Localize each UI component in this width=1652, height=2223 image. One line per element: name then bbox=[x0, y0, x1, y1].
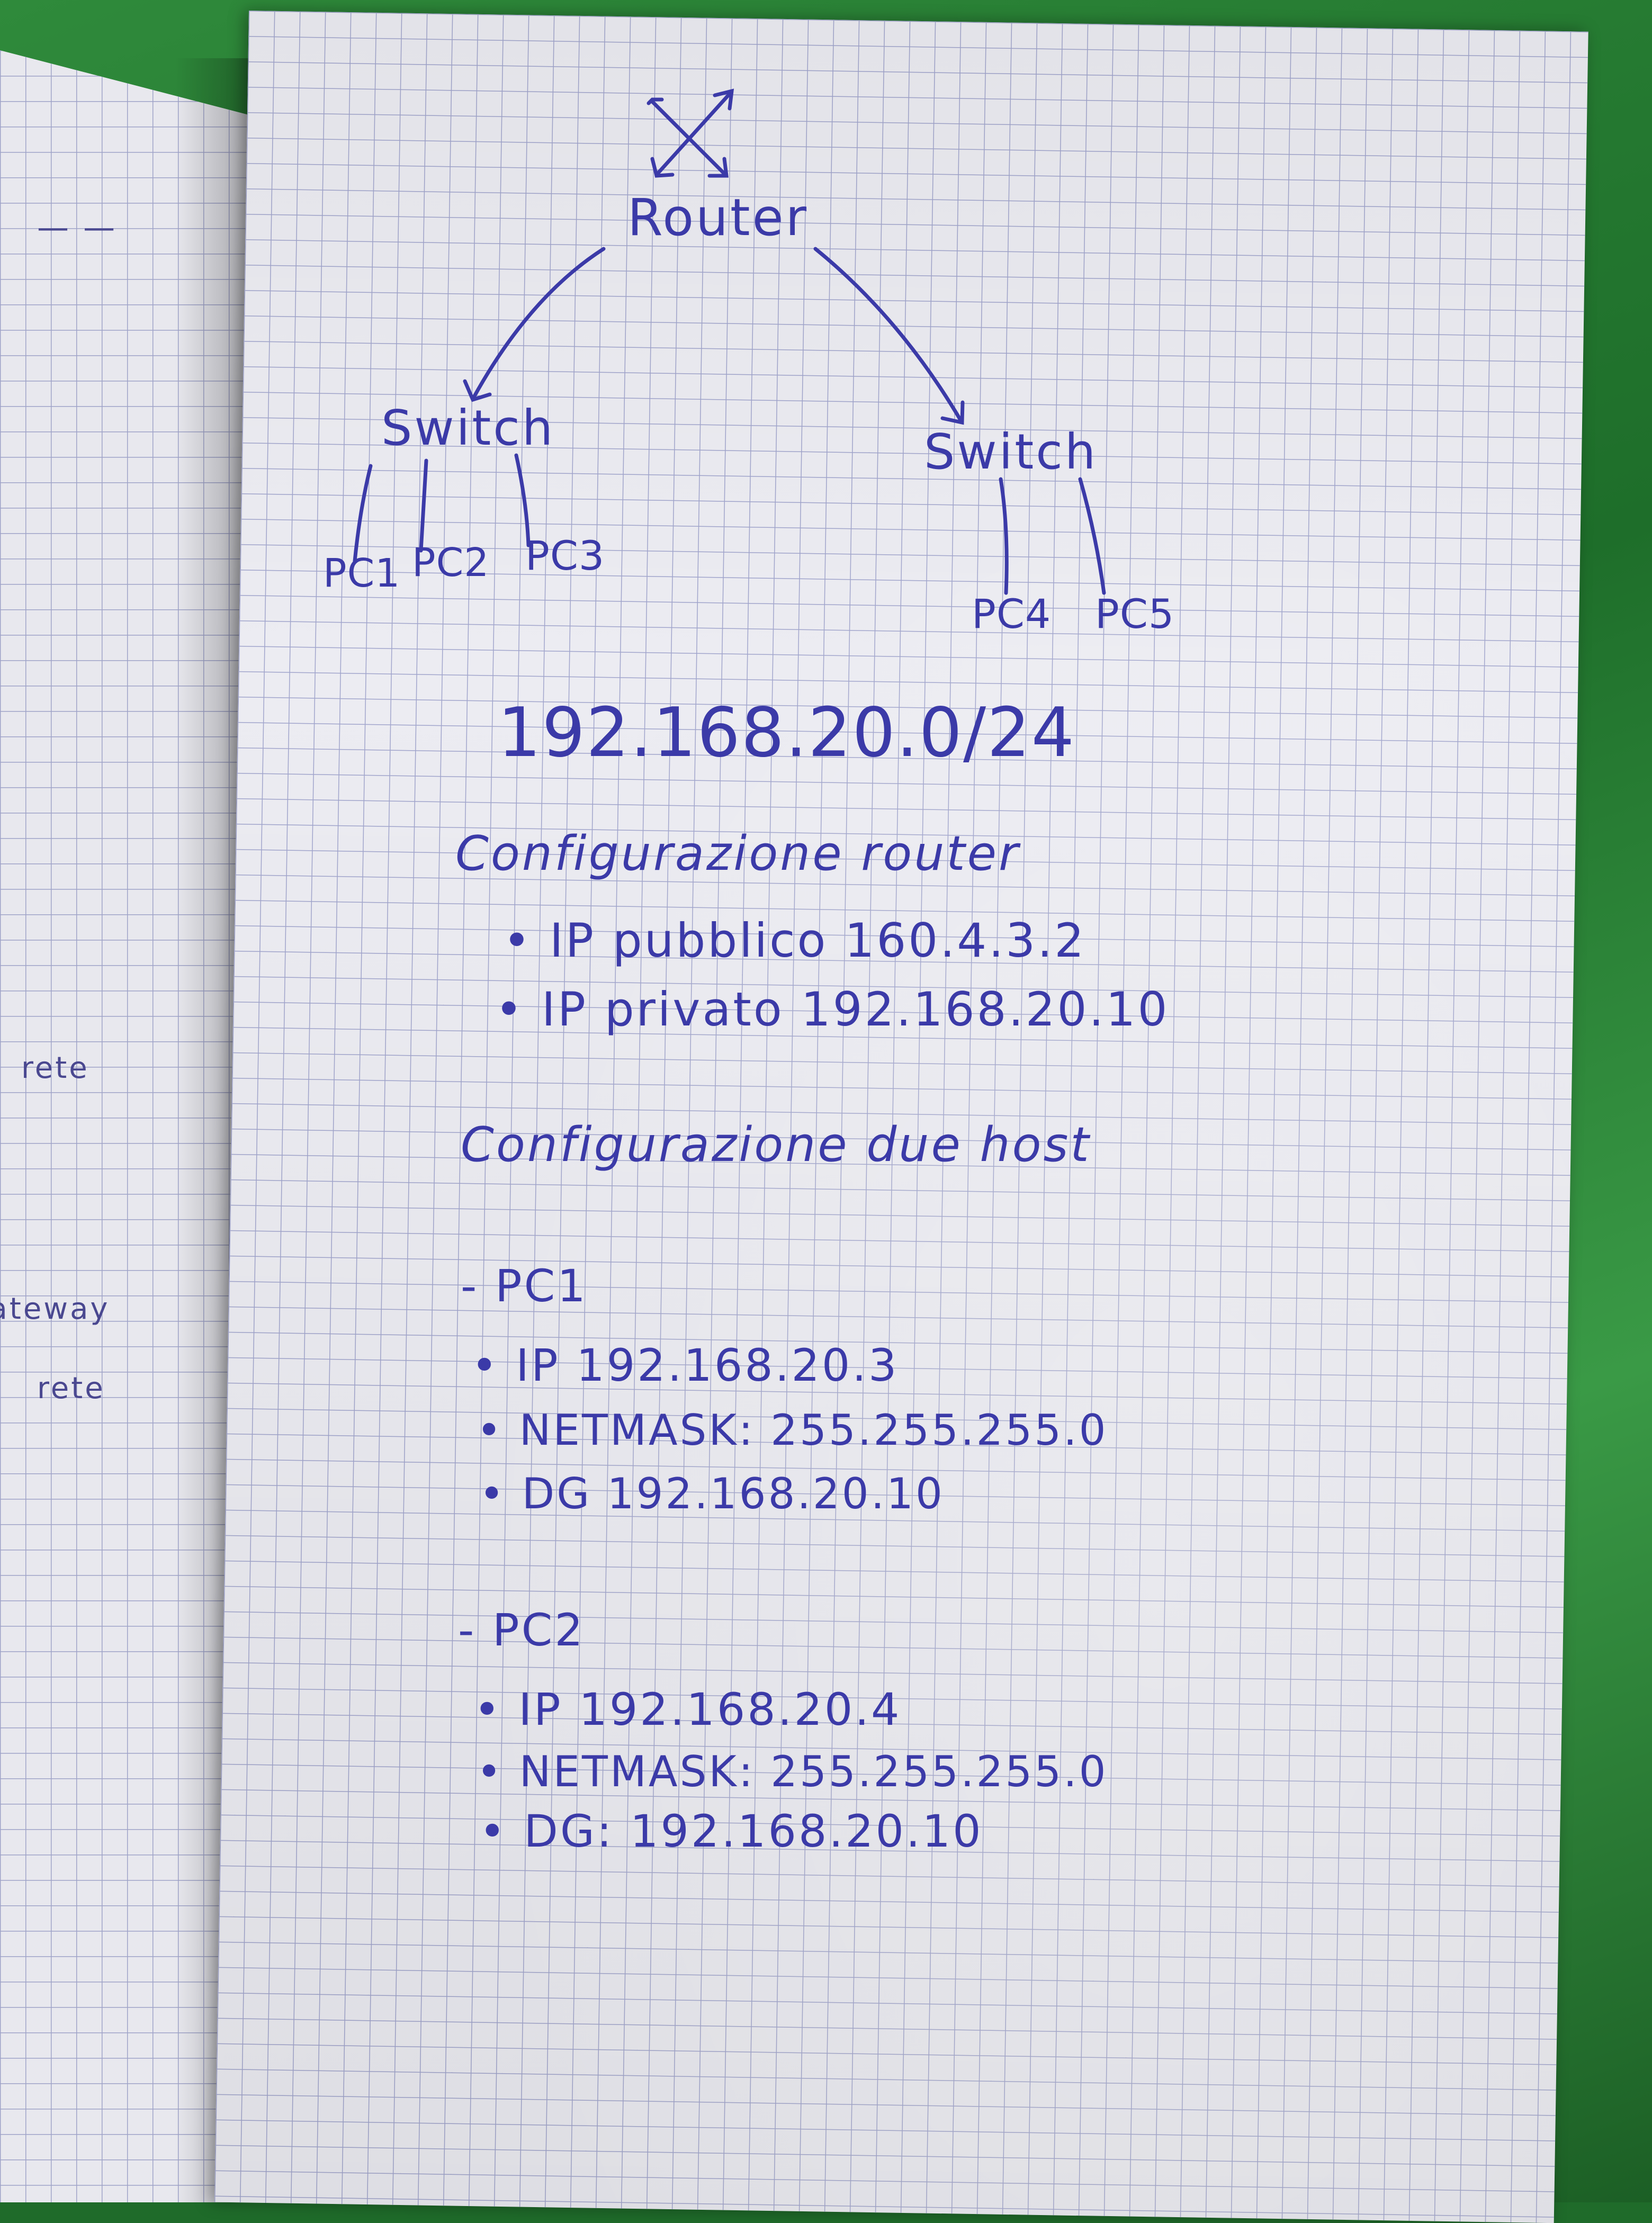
link-switch-pc3 bbox=[514, 453, 531, 547]
pc2-label: PC2 bbox=[412, 540, 490, 586]
host-pc2-netmask: • NETMASK: 255.255.255.0 bbox=[477, 1747, 1108, 1796]
pc5-label: PC5 bbox=[1095, 590, 1175, 637]
link-switch-pc2 bbox=[419, 458, 428, 553]
left-page-word-gateway: gateway bbox=[0, 1292, 110, 1326]
host-pc1-ip: • IP 192.168.20.3 bbox=[471, 1339, 899, 1391]
pc1-label: PC1 bbox=[323, 551, 401, 596]
switch-left-label: Switch bbox=[381, 400, 555, 456]
host-pc1-title: - PC1 bbox=[461, 1260, 588, 1312]
left-page bbox=[0, 50, 249, 2202]
host-pc1-netmask-text: NETMASK: 255.255.255.0 bbox=[519, 1406, 1108, 1455]
link-router-right-switch bbox=[813, 247, 965, 425]
host-pc1-dg: • DG 192.168.20.10 bbox=[479, 1469, 945, 1518]
host-pc2-title: - PC2 bbox=[458, 1604, 585, 1656]
switch-right-label: Switch bbox=[924, 424, 1098, 480]
pc3-label: PC3 bbox=[525, 532, 605, 579]
link-switch-pc4 bbox=[999, 477, 1009, 595]
router-config-item-public-ip: • IP pubblico 160.4.3.2 bbox=[503, 913, 1087, 968]
pc4-label: PC4 bbox=[972, 590, 1052, 637]
host-pc2-dg-text: DG: 192.168.20.10 bbox=[524, 1805, 983, 1857]
link-router-left-switch bbox=[463, 247, 606, 402]
host-config-heading: Configurazione due host bbox=[461, 1117, 1091, 1173]
router-config-heading: Configurazione router bbox=[455, 826, 1021, 881]
router-private-ip-text: IP privato 192.168.20.10 bbox=[541, 982, 1170, 1037]
router-public-ip-text: IP pubblico 160.4.3.2 bbox=[549, 913, 1087, 968]
host-pc2-netmask-text: NETMASK: 255.255.255.0 bbox=[519, 1747, 1108, 1796]
host-pc2-ip-text: IP 192.168.20.4 bbox=[518, 1684, 902, 1735]
router-label: Router bbox=[627, 188, 809, 247]
left-page-word-rete-2: rete bbox=[37, 1371, 105, 1406]
left-page-dash: — — bbox=[37, 209, 118, 246]
host-pc1-ip-text: IP 192.168.20.3 bbox=[516, 1339, 899, 1391]
host-pc2-ip: • IP 192.168.20.4 bbox=[474, 1684, 902, 1735]
link-switch-pc5 bbox=[1078, 477, 1106, 595]
left-page-word-rete: rete bbox=[21, 1051, 89, 1085]
router-config-item-private-ip: • IP privato 192.168.20.10 bbox=[495, 982, 1170, 1037]
host-pc2-dg: • DG: 192.168.20.10 bbox=[479, 1805, 983, 1857]
host-pc1-netmask: • NETMASK: 255.255.255.0 bbox=[477, 1406, 1108, 1455]
link-switch-pc1 bbox=[353, 464, 373, 563]
network-address: 192.168.20.0/24 bbox=[498, 694, 1075, 772]
host-pc1-dg-text: DG 192.168.20.10 bbox=[522, 1469, 945, 1518]
router-icon bbox=[647, 88, 734, 178]
